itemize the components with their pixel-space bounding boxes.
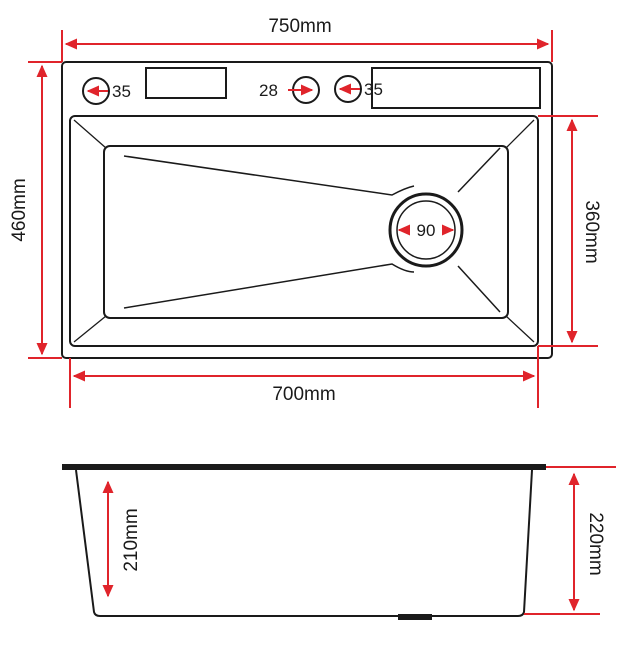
hole-middle: 28 bbox=[259, 76, 320, 104]
side-view-drain bbox=[398, 614, 432, 620]
right-accessory-panel bbox=[371, 67, 541, 109]
dimension-lines-side bbox=[102, 466, 616, 615]
basin-corner-creases bbox=[73, 119, 535, 343]
hole-left-diameter-label: 35 bbox=[112, 82, 131, 101]
side-view-basin bbox=[75, 469, 533, 617]
overall-depth-label: 460mm bbox=[9, 178, 30, 241]
drain: 90 bbox=[388, 192, 464, 268]
sink-outer-rim bbox=[61, 61, 553, 359]
basin-bottom bbox=[103, 145, 509, 319]
hole-middle-diameter-label: 28 bbox=[259, 81, 278, 100]
inner-depth-label: 210mm bbox=[121, 508, 142, 571]
overall-width-label: 750mm bbox=[268, 16, 331, 37]
side-view bbox=[62, 464, 546, 620]
dimension-lines-top bbox=[28, 30, 598, 408]
left-accessory-panel bbox=[145, 67, 227, 99]
basin-width-label: 700mm bbox=[272, 384, 335, 405]
hole-left: 35 bbox=[82, 77, 131, 105]
top-view: 90 35 28 35 bbox=[61, 61, 553, 359]
hole-right-diameter-label: 35 bbox=[364, 80, 383, 99]
drain-diameter-label: 90 bbox=[417, 221, 436, 240]
total-height-label: 220mm bbox=[585, 512, 606, 575]
side-view-rim bbox=[62, 464, 546, 470]
hole-right: 35 bbox=[334, 75, 383, 103]
drainage-channel bbox=[123, 147, 501, 313]
basin-depth-label: 360mm bbox=[581, 200, 602, 263]
basin-outer-edge bbox=[69, 115, 539, 347]
